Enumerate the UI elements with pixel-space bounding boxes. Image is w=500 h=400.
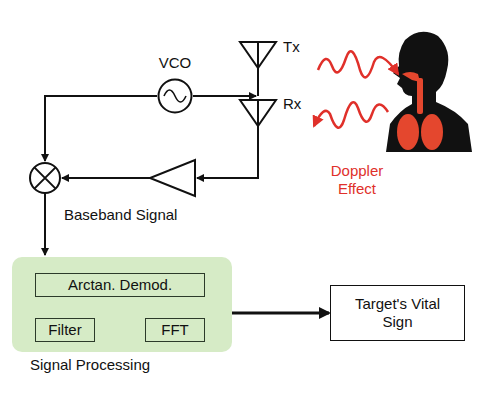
rx-amp-wire: [197, 126, 258, 178]
flow-arrow: [232, 312, 329, 315]
box-text: Arctan. Demod.: [68, 276, 172, 294]
rx-antenna: [240, 100, 276, 126]
vco-mixer-wire: [45, 96, 157, 161]
output-box: Target's Vital Sign: [330, 285, 465, 341]
antenna-label: Tx: [283, 38, 300, 56]
process-box: FFT: [145, 318, 205, 342]
box-text: FFT: [161, 321, 189, 339]
person-silhouette: [386, 32, 472, 152]
oscillator-symbol: [157, 78, 193, 114]
lungs-and-airway: [397, 72, 443, 150]
amp-mixer-wire: [62, 177, 150, 179]
process-box: Filter: [35, 318, 95, 342]
signal-label: Baseband Signal: [64, 206, 177, 224]
group-label: Signal Processing: [30, 356, 150, 374]
component-label: VCO: [159, 54, 192, 72]
box-text: Target's Vital Sign: [350, 295, 445, 331]
antenna-label: Rx: [283, 95, 301, 113]
mixer-symbol: [30, 163, 60, 193]
process-box: Arctan. Demod.: [35, 273, 205, 297]
processing-band: Signal ProcessingArctan. Demod.FilterFFT: [12, 257, 232, 352]
receive-wave: [314, 102, 388, 128]
effect-label: Doppler Effect: [316, 162, 398, 198]
vco-tx-wire: [193, 95, 256, 97]
box-text: Filter: [48, 321, 81, 339]
amplifier-symbol: [150, 160, 195, 196]
oscillator-circle: VCO: [157, 78, 193, 114]
transmit-wave: [318, 51, 398, 77]
mixer-dsp-wire: [44, 193, 46, 255]
tx-antenna: [240, 42, 276, 96]
